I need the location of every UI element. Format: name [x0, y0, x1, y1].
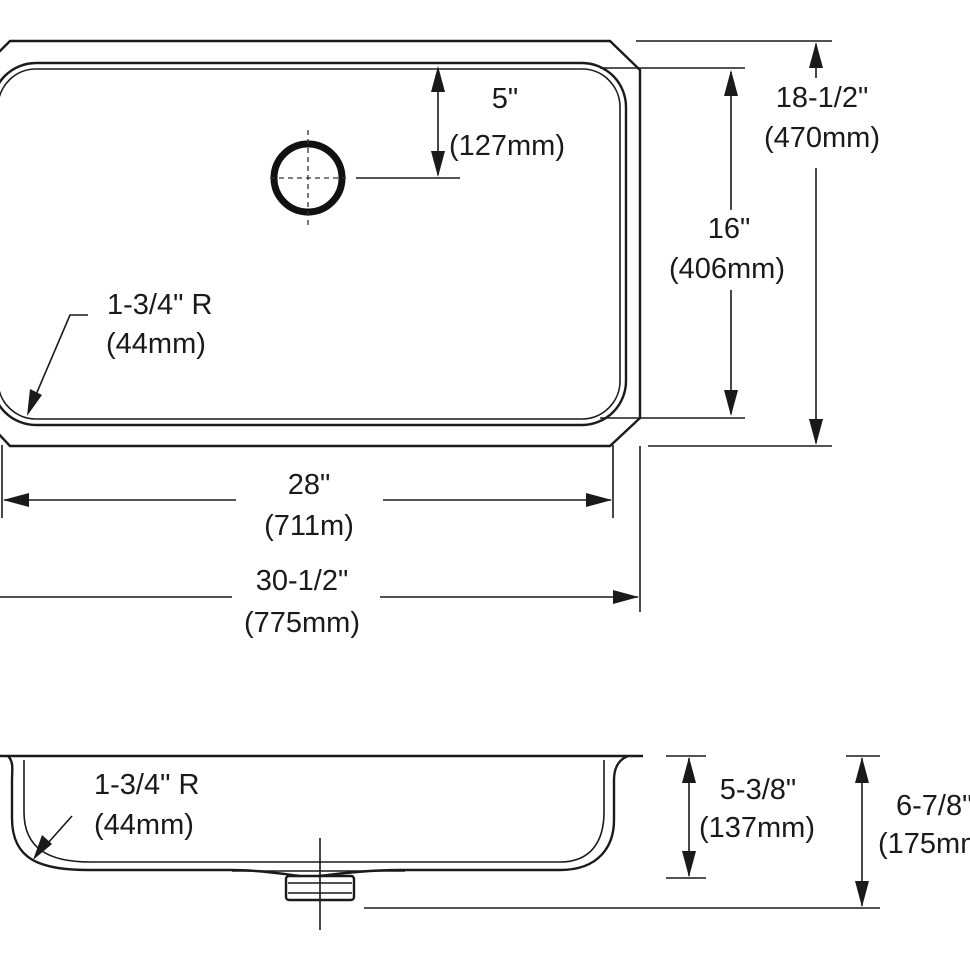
overall-depth-dimension: 6-7/8" (175mm)	[364, 755, 970, 909]
arrowhead-leader	[33, 835, 52, 860]
arrowhead-up	[724, 70, 738, 96]
arrowhead-down	[855, 881, 869, 907]
arrowhead-up	[682, 757, 696, 783]
bowl-width-mm: (711m)	[264, 510, 354, 542]
sink-bowl-outline	[0, 61, 628, 427]
arrowhead-right	[586, 493, 612, 507]
overall-length-inch: 18-1/2"	[776, 82, 869, 114]
overall-width-inch: 30-1/2"	[256, 565, 349, 597]
arrowhead-leader	[27, 389, 42, 416]
arrowhead-up	[431, 66, 445, 92]
overall-depth-inch: 6-7/8"	[896, 790, 970, 822]
sink-outer-flange	[0, 39, 642, 448]
drain-offset-inch: 5"	[492, 83, 518, 115]
bowl-depth-mm: (137mm)	[699, 812, 815, 844]
top-view: 5" (127mm) 16" (406mm) 18-1/2" (470mm)	[0, 39, 880, 639]
overall-width-dimension: 30-1/2" (775mm)	[0, 446, 641, 639]
bowl-length-dimension: 16" (406mm)	[600, 67, 785, 419]
arrowhead-down	[724, 390, 738, 416]
bowl-depth-inch: 5-3/8"	[720, 774, 796, 806]
bowl-width-inch: 28"	[288, 469, 331, 501]
bowl-inner-profile	[23, 760, 605, 863]
arrowhead-up	[855, 757, 869, 783]
side-corner-radius-callout: 1-3/4" R (44mm)	[33, 769, 199, 860]
overall-length-dimension: 18-1/2" (470mm)	[636, 40, 880, 447]
bowl-profile	[7, 754, 629, 878]
bowl-length-inch: 16"	[708, 213, 751, 245]
sink-bowl-inner-outline	[0, 68, 621, 420]
arrowhead-right	[613, 590, 639, 604]
drain-offset-dimension: 5" (127mm)	[431, 66, 565, 177]
bowl-length-mm: (406mm)	[669, 253, 785, 285]
side-corner-radius-mm: (44mm)	[94, 809, 194, 841]
corner-radius-inch: 1-3/4" R	[107, 289, 212, 321]
bowl-width-dimension: 28" (711m)	[1, 445, 614, 542]
corner-radius-mm: (44mm)	[106, 328, 206, 360]
overall-depth-mm: (175mm)	[878, 828, 970, 860]
arrowhead-down	[809, 419, 823, 445]
overall-length-mm: (470mm)	[764, 122, 880, 154]
corner-radius-callout: 1-3/4" R (44mm)	[27, 289, 212, 416]
overall-width-mm: (775mm)	[244, 607, 360, 639]
side-corner-radius-inch: 1-3/4" R	[94, 769, 199, 801]
drain-offset-mm: (127mm)	[449, 130, 565, 162]
drain-fitting	[232, 838, 405, 930]
bowl-depth-dimension: 5-3/8" (137mm)	[666, 755, 815, 879]
arrowhead-up	[809, 42, 823, 68]
arrowhead-left	[3, 493, 29, 507]
side-view: 1-3/4" R (44mm) 5-3/8" (137mm) 6-7/8" (1…	[0, 754, 970, 930]
arrowhead-down	[682, 851, 696, 877]
arrowhead-down	[431, 151, 445, 177]
